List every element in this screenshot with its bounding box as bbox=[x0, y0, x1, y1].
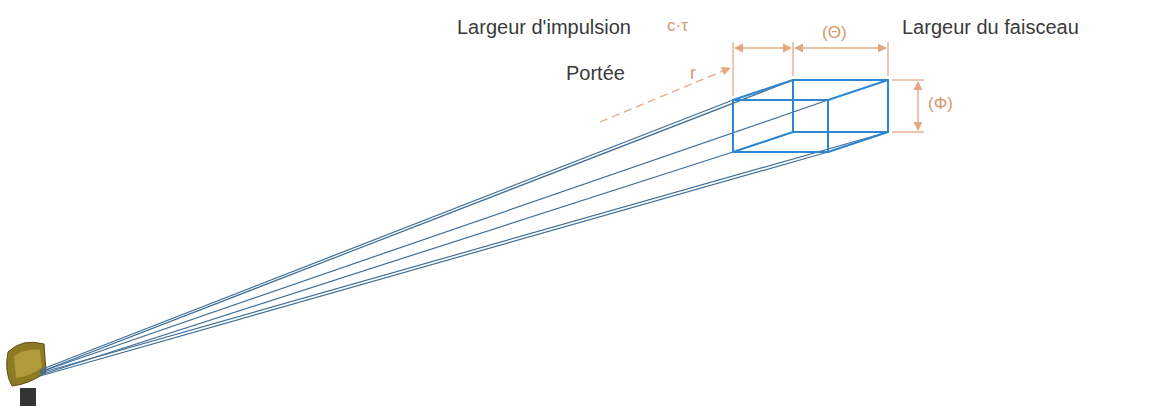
annotation-label: Largeur du faisceau bbox=[902, 16, 1079, 38]
annotation-label: (Θ) bbox=[822, 24, 847, 43]
annotation-label: r bbox=[690, 64, 696, 84]
dimension-lines bbox=[600, 42, 924, 132]
annotation-label: Largeur d'impulsion bbox=[457, 16, 631, 38]
annotation-label: c·τ bbox=[667, 17, 688, 36]
annotation-label: (Φ) bbox=[928, 95, 953, 114]
annotation-label: Portée bbox=[566, 62, 625, 84]
pulse-volume-box bbox=[733, 80, 888, 152]
radar-icon bbox=[7, 342, 46, 406]
beam-lines bbox=[40, 80, 888, 376]
